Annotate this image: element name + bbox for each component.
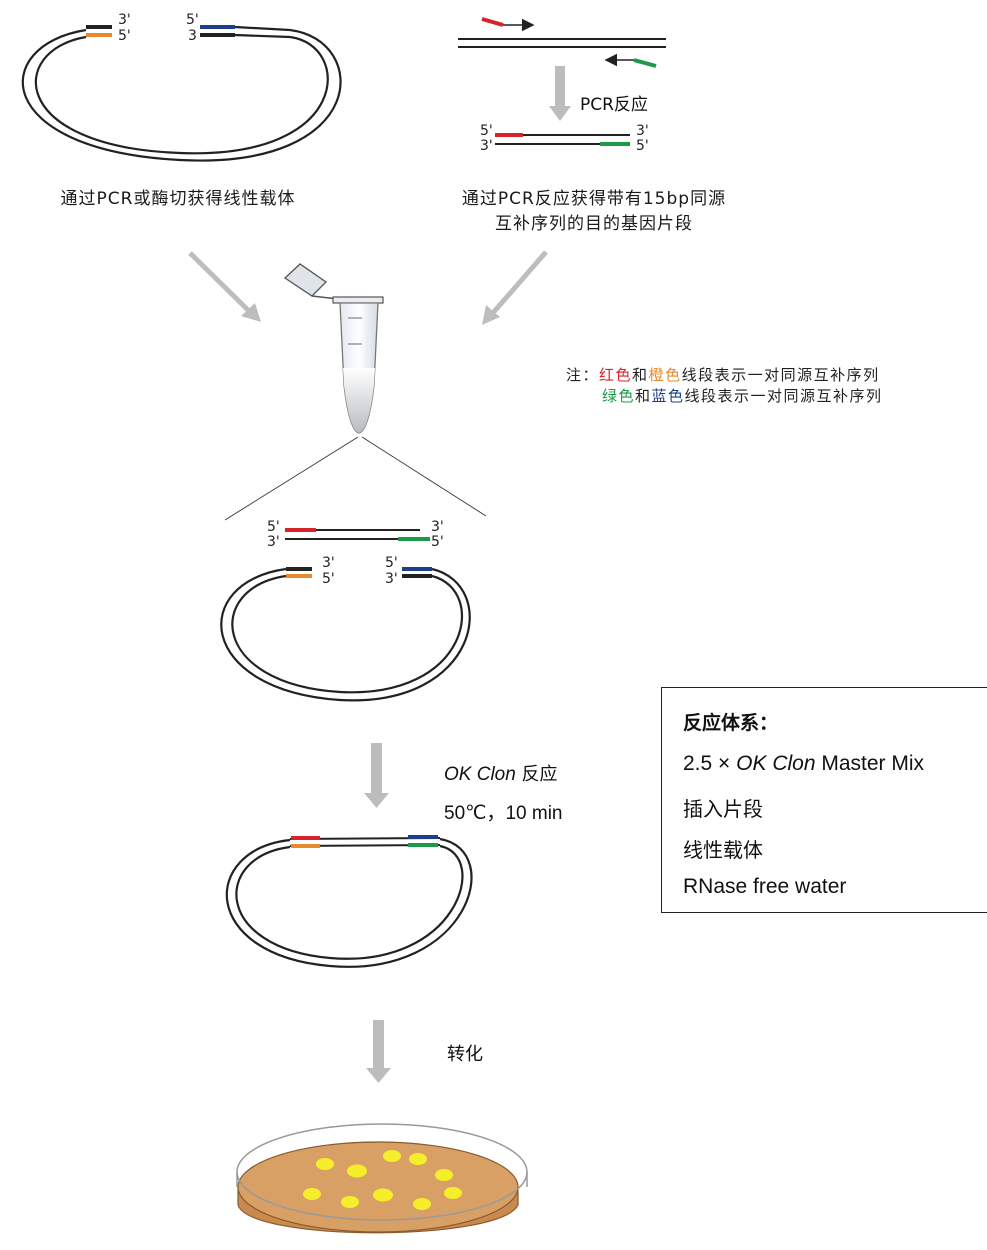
okclon-rest: 反应 <box>515 764 558 785</box>
note-red-word: 红色 <box>599 366 633 384</box>
label-3prime-tl: 3' <box>118 12 131 28</box>
reaction-item-water: RNase free water <box>683 875 847 898</box>
caption-insert-line2: 互补序列的目的基因片段 <box>495 214 693 234</box>
okclon-reaction-label: OK Clon 反应 <box>444 760 558 786</box>
label-5prime-pcr-l: 5' <box>480 123 493 139</box>
merge-arrows <box>188 250 548 325</box>
pcr-template <box>458 17 666 68</box>
label-3prime-vec-r: 3' <box>385 571 398 587</box>
label-3prime-pcr-l: 3' <box>480 138 493 154</box>
note-joiner-2: 和 <box>635 387 652 405</box>
note-orange-word: 橙色 <box>648 366 682 384</box>
tube-icon <box>283 263 384 434</box>
mastermix-italic: OK Clon <box>736 752 816 775</box>
label-3prime-ins-l: 3' <box>267 534 280 550</box>
linear-vector-mid <box>220 567 471 702</box>
reaction-box-title: 反应体系： <box>683 712 779 734</box>
reaction-system-box: 反应体系： 2.5 × OK Clon Master Mix 插入片段 线性载体… <box>661 687 987 913</box>
note-rest-2: 线段表示一对同源互补序列 <box>684 387 883 405</box>
linear-vector-top <box>21 25 342 162</box>
insert-fragment <box>285 528 430 541</box>
down-arrow-reaction <box>364 743 389 808</box>
pcr-product <box>495 133 630 146</box>
label-3prime-ins-r: 3' <box>431 519 444 535</box>
label-5prime-tl: 5' <box>118 28 131 44</box>
label-3prime-vec-l: 3' <box>322 555 335 571</box>
transform-label: 转化 <box>447 1044 483 1065</box>
reaction-condition: 50℃，10 min <box>444 803 563 824</box>
label-5prime-ins-r: 5' <box>431 534 444 550</box>
note-joiner-1: 和 <box>632 366 649 384</box>
down-arrow-pcr <box>549 66 571 121</box>
label-5prime-vec-l: 5' <box>322 571 335 587</box>
label-5prime-pcr-r: 5' <box>636 138 649 154</box>
mastermix-prefix: 2.5 × <box>683 752 737 775</box>
note-prefix: 注： <box>566 366 600 384</box>
caption-insert-line1: 通过PCR反应获得带有15bp同源 <box>461 189 727 209</box>
note-green-word: 绿色 <box>602 387 636 405</box>
reaction-item-vector: 线性载体 <box>683 838 763 862</box>
okclon-italic: OK Clon <box>444 764 516 785</box>
label-5prime-ins-l: 5' <box>267 519 280 535</box>
label-3prime-pcr-r: 3' <box>636 123 649 139</box>
note-line1: 注：红色和橙色线段表示一对同源互补序列 <box>566 365 880 386</box>
down-arrow-transform <box>366 1020 391 1083</box>
note-line2: 绿色和蓝色线段表示一对同源互补序列 <box>602 386 883 407</box>
label-3-tr: 3 <box>188 28 197 44</box>
label-5prime-tr: 5' <box>186 12 199 28</box>
note-blue-word: 蓝色 <box>651 387 685 405</box>
reaction-item-insert: 插入片段 <box>683 797 763 821</box>
reaction-item-mastermix: 2.5 × OK Clon Master Mix <box>683 752 924 776</box>
pcr-step-label: PCR反应 <box>580 95 648 115</box>
petri-dish-icon <box>236 1123 528 1234</box>
label-5prime-vec-r: 5' <box>385 555 398 571</box>
caption-linear-vector: 通过PCR或酶切获得线性载体 <box>60 189 296 209</box>
circular-product <box>225 835 473 968</box>
note-rest-1: 线段表示一对同源互补序列 <box>681 366 880 384</box>
mastermix-suffix: Master Mix <box>815 752 925 775</box>
colonies <box>303 1150 462 1210</box>
